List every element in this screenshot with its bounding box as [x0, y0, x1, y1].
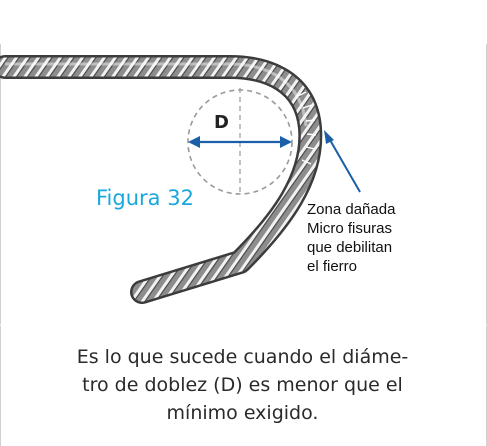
annotation-line: Zona dañada: [307, 201, 396, 218]
rebar-highlight: [5, 62, 308, 127]
diameter-arrowhead-right: [280, 136, 292, 148]
micro-cracks: [297, 91, 317, 165]
top-band: [0, 0, 487, 44]
rebar-outline: [0, 55, 323, 304]
diameter-arrowhead-left: [188, 136, 200, 148]
figure-caption: Es lo que sucede cuando el diáme- tro de…: [20, 343, 465, 427]
diameter-label: D: [214, 112, 229, 133]
damage-pointer-line: [329, 139, 361, 193]
damage-pointer-head: [324, 130, 334, 144]
annotation-line: que debilitan: [307, 239, 393, 256]
annotation-line: el fierro: [307, 258, 358, 275]
caption-line: mínimo exigido.: [166, 402, 319, 424]
rebar-ribs: [0, 57, 320, 302]
annotation-line: Micro fisuras: [307, 220, 393, 237]
caption-line: Es lo que sucede cuando el diáme-: [76, 346, 409, 368]
caption-line: tro de doblez (D) es menor que el: [82, 374, 403, 396]
figure-number: Figura 32: [96, 186, 194, 210]
damage-annotation: Zona dañada Micro fisuras que debilitan …: [307, 200, 467, 276]
